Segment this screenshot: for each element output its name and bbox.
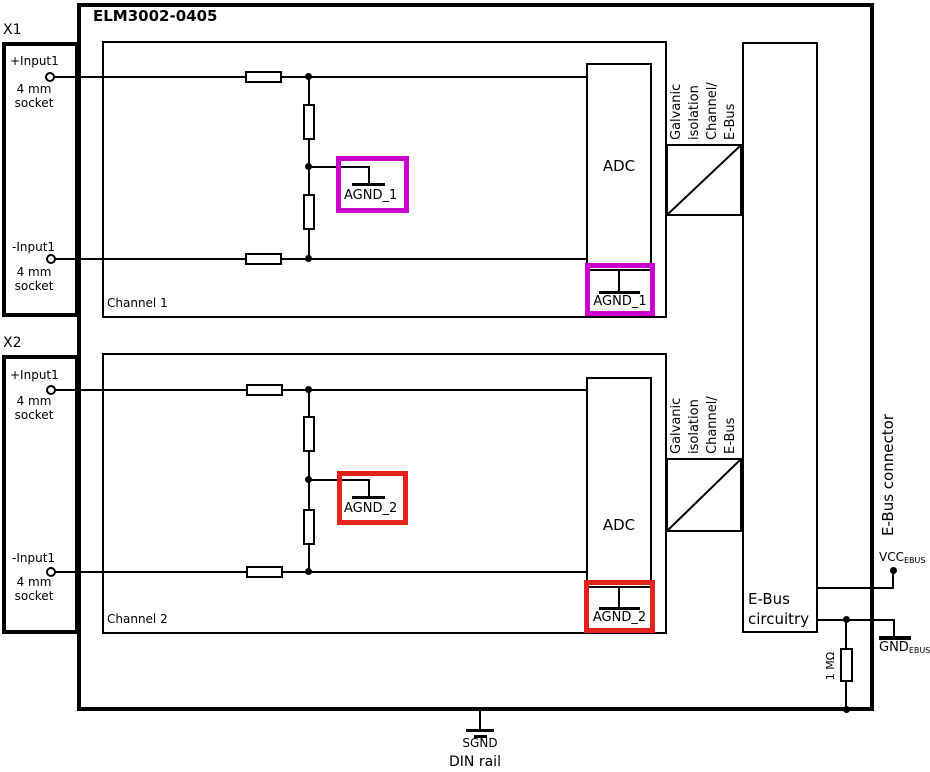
- gnd-text: GND: [879, 640, 909, 655]
- isolation-diagonal: [668, 146, 740, 214]
- x2-plus-input-label: +Input1: [10, 368, 59, 382]
- junction-dot: [305, 73, 312, 80]
- x1-label: X1: [3, 22, 22, 38]
- vcc-subscript: EBUS: [903, 556, 926, 565]
- wire: [479, 708, 481, 731]
- socket-terminal: [46, 385, 56, 395]
- wire: [816, 587, 894, 589]
- channel1-label: Channel 1: [107, 296, 168, 310]
- wire: [845, 619, 847, 649]
- x2-label: X2: [3, 335, 22, 351]
- wire: [845, 681, 847, 711]
- wire: [618, 270, 620, 293]
- isolation1-box: [666, 144, 742, 216]
- ebus-circuitry-label: E-Bus circuitry: [748, 590, 810, 628]
- resistor: [246, 566, 283, 578]
- isolation1-label: Galvanic isolation Channel/ E-Bus: [669, 82, 738, 140]
- adc1-box: [586, 63, 652, 271]
- connector-x2-box: [2, 355, 79, 634]
- agnd1-adc-label: AGND_1: [593, 294, 647, 309]
- highlight-agnd1-adc: [585, 263, 655, 316]
- wire: [893, 619, 895, 639]
- sgnd-label: SGND: [462, 736, 498, 750]
- socket-terminal: [45, 72, 55, 82]
- resistor-1mohm: [840, 648, 853, 682]
- socket-terminal: [46, 254, 56, 264]
- ebus-connector-label: E-Bus connector: [879, 414, 897, 536]
- din-rail-label: DIN rail: [449, 754, 501, 770]
- wire: [55, 571, 586, 573]
- sgnd-bar-short: [474, 735, 487, 738]
- resistor: [303, 509, 315, 545]
- x1-plus-socket-label: 4 mm socket: [14, 82, 54, 110]
- highlight-agnd2-adc: [584, 580, 655, 633]
- resistor: [303, 416, 315, 452]
- highlight-agnd1-divider: [336, 156, 409, 213]
- x2-minus-socket-label: 4 mm socket: [14, 575, 54, 603]
- adc2-box: [586, 377, 652, 588]
- agnd2-adc-ground-bar: [599, 607, 640, 610]
- junction-dot: [843, 616, 850, 623]
- junction-dot: [305, 163, 312, 170]
- resistor: [245, 253, 282, 265]
- sgnd-bar-long: [466, 729, 494, 732]
- isolation2-label: Galvanic isolation Channel/ E-Bus: [669, 396, 738, 454]
- wire: [892, 569, 894, 588]
- wire: [816, 619, 895, 621]
- x1-minus-socket-label: 4 mm socket: [14, 265, 54, 293]
- connector-x1-box: [2, 42, 79, 317]
- junction-dot: [305, 255, 312, 262]
- module-outline: [77, 3, 874, 711]
- wire: [368, 166, 370, 186]
- wire: [618, 587, 620, 609]
- wire: [54, 76, 586, 78]
- agnd1-adc-ground-bar: [599, 291, 640, 294]
- resistor: [303, 194, 315, 230]
- ebus-circuitry-box: [742, 42, 818, 633]
- junction-dot: [843, 706, 850, 713]
- agnd1-divider-label: AGND_1: [344, 188, 398, 203]
- resistor: [246, 384, 283, 396]
- resistor-1mohm-label: 1 MΩ: [824, 651, 837, 681]
- agnd2-adc-label: AGND_2: [592, 610, 647, 625]
- x2-minus-input-label: -Input1: [12, 551, 56, 565]
- agnd1-ground-bar: [352, 183, 385, 186]
- isolation2-box: [666, 458, 742, 532]
- wire: [55, 389, 586, 391]
- junction-dot: [305, 568, 312, 575]
- agnd2-divider-label: AGND_2: [344, 501, 398, 516]
- adc1-label: ADC: [602, 157, 636, 175]
- x1-plus-input-label: +Input1: [10, 54, 59, 68]
- vcc-ebus-label: VCCEBUS: [879, 550, 926, 565]
- resistor: [245, 71, 282, 83]
- x1-minus-input-label: -Input1: [12, 240, 56, 254]
- highlight-agnd2-divider: [337, 471, 408, 525]
- wire: [55, 258, 586, 260]
- agnd2-ground-bar: [352, 496, 385, 499]
- channel2-label: Channel 2: [107, 612, 168, 626]
- resistor: [303, 104, 315, 140]
- wire: [368, 479, 370, 499]
- vcc-terminal-dot: [890, 567, 897, 574]
- x2-plus-socket-label: 4 mm socket: [14, 394, 54, 422]
- junction-dot: [305, 386, 312, 393]
- junction-dot: [305, 476, 312, 483]
- adc2-label: ADC: [602, 516, 636, 534]
- module-title: ELM3002-0405: [93, 7, 218, 25]
- gnd-ebus-bar: [879, 636, 911, 640]
- isolation-diagonal: [668, 460, 740, 530]
- gnd-ebus-label: GNDEBUS: [879, 640, 930, 656]
- gnd-subscript: EBUS: [908, 646, 930, 655]
- vcc-text: VCC: [879, 550, 904, 564]
- socket-terminal: [46, 567, 56, 577]
